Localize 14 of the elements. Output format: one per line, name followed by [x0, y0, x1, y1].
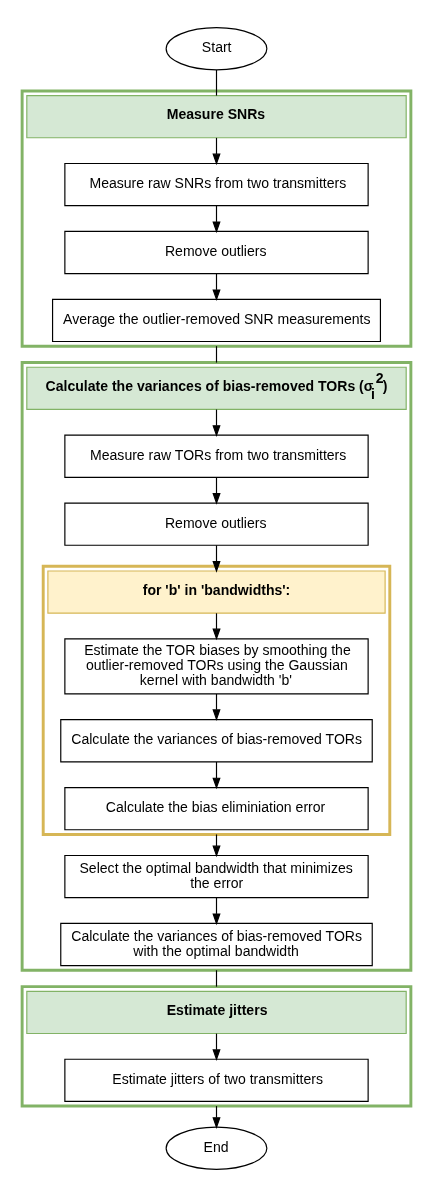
node-box: Calculate the variances of bias-removed TORs — [60, 719, 373, 763]
node-box: Select the optimal bandwidth that minimizes the error — [64, 854, 369, 899]
node-box: Estimate jitters of two transmitters — [64, 1058, 369, 1102]
node-box: Measure raw TORs from two transmitters — [64, 434, 369, 478]
node-box: Estimate the TOR biases by smoothing the outlier-removed TORs using the Gaussian kernel with bandwidth 'b' — [64, 638, 369, 695]
node-box: Measure raw SNRs from two transmitters — [64, 162, 369, 207]
node-box: Calculate the bias eliminiation error — [64, 787, 369, 831]
node-ellipse: End — [165, 1126, 268, 1170]
node-box: Remove outliers — [64, 230, 369, 275]
connector — [215, 69, 218, 97]
node-box: Calculate the variances of bias-removed TORs with the optimal bandwidth — [60, 922, 373, 967]
node-box: Remove outliers — [64, 502, 369, 546]
node-ellipse: Start — [165, 27, 268, 71]
node-box: Average the outlier-removed SNR measurements — [52, 298, 381, 343]
